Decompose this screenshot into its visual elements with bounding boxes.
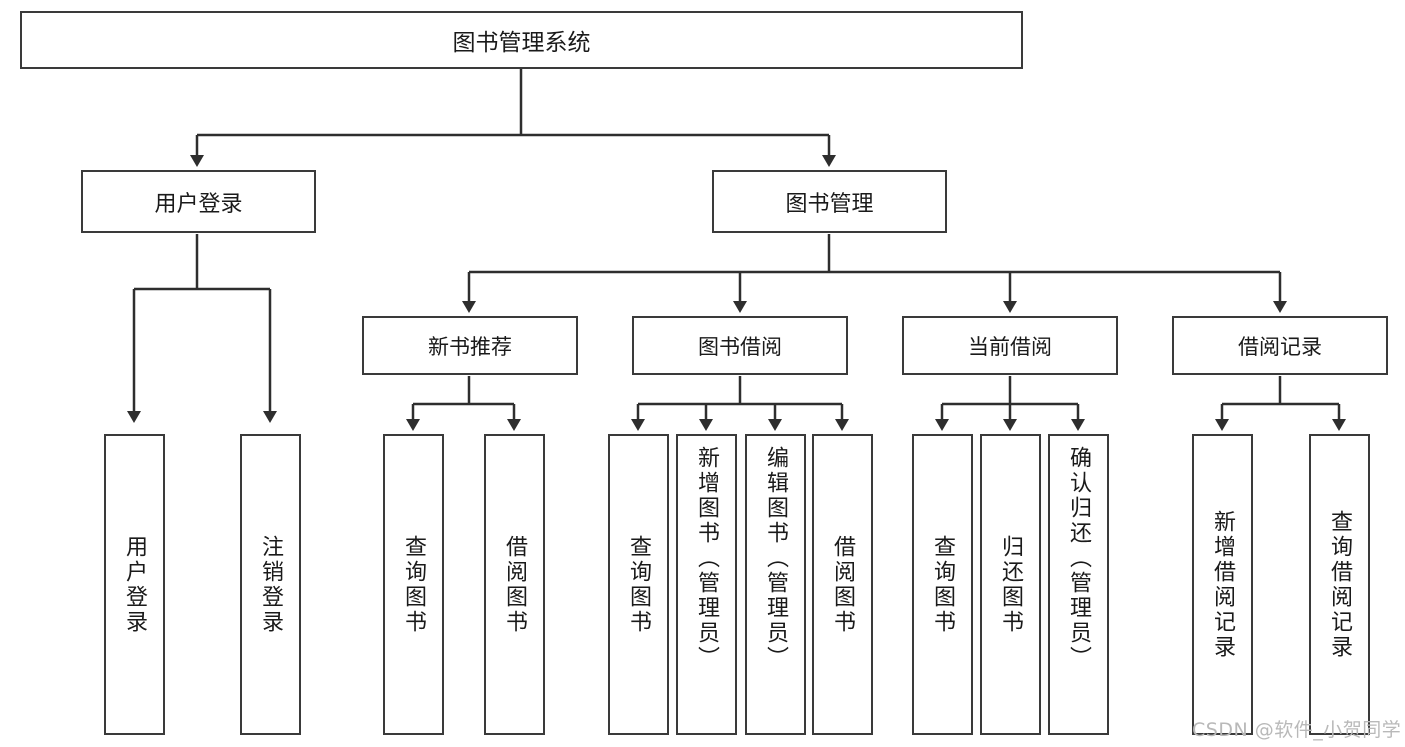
node-current-borrow[interactable]: 当前借阅 [902, 316, 1118, 375]
leaf-add-borrow-record[interactable]: 新增借阅记录 [1192, 434, 1253, 735]
node-label: 编辑图书（管理员） [763, 446, 789, 671]
node-book-management[interactable]: 图书管理 [712, 170, 947, 233]
leaf-query-books-recommend[interactable]: 查询图书 [383, 434, 444, 735]
node-user-login[interactable]: 用户登录 [81, 170, 316, 233]
leaf-edit-book-admin[interactable]: 编辑图书（管理员） [745, 434, 806, 735]
node-label: 新书推荐 [428, 334, 512, 359]
node-label: 查询借阅记录 [1327, 509, 1353, 660]
node-label: 当前借阅 [968, 334, 1052, 359]
node-label: 查询图书 [930, 534, 956, 635]
node-new-book-recommend[interactable]: 新书推荐 [362, 316, 578, 375]
node-label: 用户登录 [154, 191, 243, 217]
leaf-query-books-current[interactable]: 查询图书 [912, 434, 973, 735]
node-label: 借阅图书 [830, 534, 856, 635]
leaf-user-login[interactable]: 用户登录 [104, 434, 165, 735]
leaf-borrow-books-recommend[interactable]: 借阅图书 [484, 434, 545, 735]
node-label: 用户登录 [122, 534, 148, 635]
node-label: 查询图书 [401, 534, 427, 635]
leaf-user-logout[interactable]: 注销登录 [240, 434, 301, 735]
leaf-confirm-return-admin[interactable]: 确认归还（管理员） [1048, 434, 1109, 735]
node-label: 图书管理 [785, 191, 874, 217]
node-label: 新增借阅记录 [1210, 509, 1236, 660]
node-root-system[interactable]: 图书管理系统 [20, 11, 1023, 69]
leaf-query-books-borrow[interactable]: 查询图书 [608, 434, 669, 735]
node-label: 归还图书 [998, 534, 1024, 635]
node-label: 查询图书 [626, 534, 652, 635]
node-label: 图书管理系统 [452, 30, 591, 56]
leaf-add-book-admin[interactable]: 新增图书（管理员） [676, 434, 737, 735]
leaf-return-books[interactable]: 归还图书 [980, 434, 1041, 735]
node-book-borrow[interactable]: 图书借阅 [632, 316, 848, 375]
node-borrow-records[interactable]: 借阅记录 [1172, 316, 1388, 375]
node-label: 借阅图书 [502, 534, 528, 635]
leaf-borrow-books[interactable]: 借阅图书 [812, 434, 873, 735]
node-label: 图书借阅 [698, 334, 782, 359]
csdn-watermark: CSDN @软件_小贺同学 [1192, 719, 1402, 741]
leaf-query-borrow-record[interactable]: 查询借阅记录 [1309, 434, 1370, 735]
node-label: 借阅记录 [1238, 334, 1322, 359]
node-label: 注销登录 [258, 534, 284, 635]
node-label: 新增图书（管理员） [694, 446, 720, 671]
node-label: 确认归还（管理员） [1066, 446, 1092, 671]
